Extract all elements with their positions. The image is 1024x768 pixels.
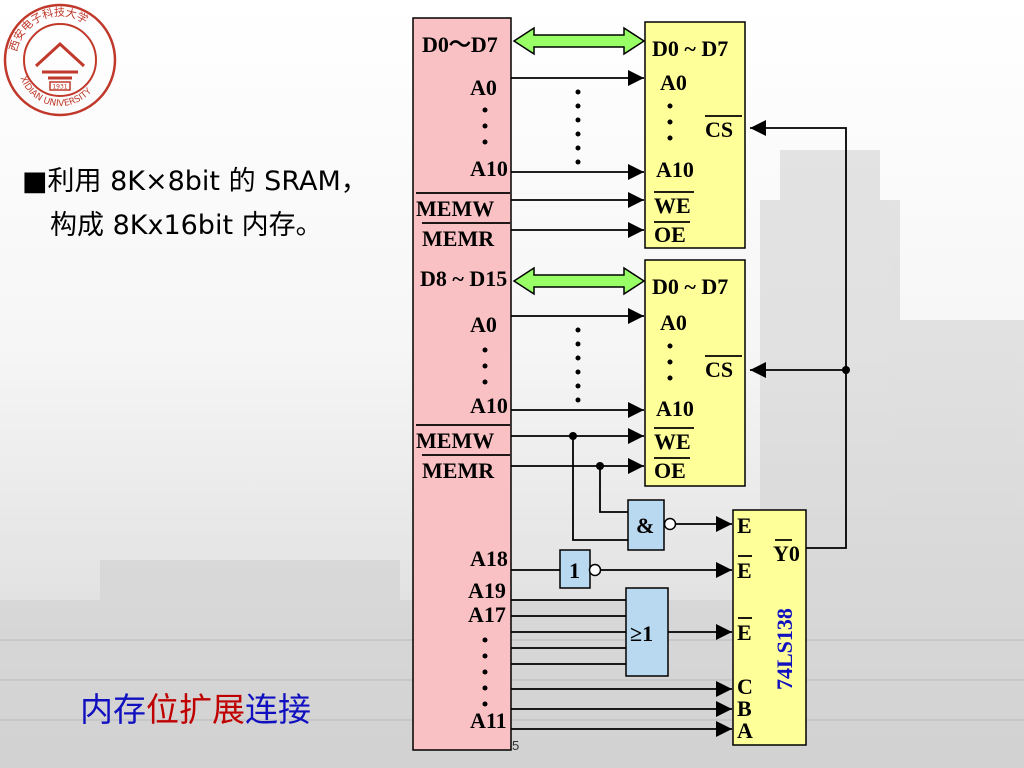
bus-label-memw: MEMW [416,196,494,221]
bus-label-d-low: D0～D7 [422,32,498,57]
bus-label-a11: A11 [470,708,507,733]
decoder-e3-label: E [737,620,752,645]
and-gate-bubble [663,517,677,531]
chip1-data-label: D0 ~ D7 [652,36,728,61]
chip1-a0-label: A0 [660,70,687,95]
chip1-oe-label: OE [654,222,686,247]
data-bus-arrow-low [512,26,646,56]
title-part-3: 连接 [245,690,311,729]
decoder-name-label: 74LS138 [772,608,797,690]
bus-label-a18: A18 [470,546,508,571]
title-part-2: 位扩展 [146,690,245,729]
bus-label-a0: A0 [470,75,497,100]
university-logo: 西安电子科技大学 XIDIAN UNIVERSITY 1931 [3,3,117,117]
bus-label-a17: A17 [468,602,506,627]
chip2-oe-label: OE [654,458,686,483]
system-bus [412,17,512,751]
decoder-74ls138 [732,509,807,746]
logo-year: 1931 [52,84,67,91]
sram-chip-2 [644,259,746,487]
decoder-y0-label: Y0 [773,541,800,566]
bullet-text: ■利用 8K×8bit 的 SRAM， 构成 8Kx16bit 内存。 [22,160,368,248]
chip1-a10-label: A10 [656,157,694,182]
chip1-we-label: WE [654,193,691,218]
and-gate [627,499,665,551]
bullet-line-2: 构成 8Kx16bit 内存。 [50,210,323,241]
chip2-data-label: D0 ~ D7 [652,274,728,299]
bus-label-d-high: D8 ~ D15 [420,266,507,291]
decoder-e2-label: E [737,558,752,583]
title-part-1: 内存 [80,690,146,729]
or-gate [625,587,669,677]
chip2-a10-label: A10 [656,396,694,421]
bullet-line-1: 利用 8K×8bit 的 SRAM， [47,166,368,197]
decoder-a-label: A [737,718,753,743]
chip2-cs-label: CS [705,357,733,382]
chip1-cs-label: CS [705,117,733,142]
and-gate-label: & [636,513,654,538]
bus-label-a10: A10 [470,156,508,181]
not-gate [559,549,591,589]
or-gate-label: ≥1 [630,621,653,646]
bus-label-a0-b: A0 [470,312,497,337]
data-bus-arrow-high [512,266,646,296]
bus-label-memw-b: MEMW [416,428,494,453]
decoder-e1-label: E [737,513,752,538]
decoder-c-label: C [737,674,753,699]
chip2-we-label: WE [654,429,691,454]
not-gate-bubble [588,563,602,577]
sram-chip-1 [644,21,746,249]
slide-title: 内存位扩展连接 [80,683,311,731]
bullet-marker: ■ [22,166,48,197]
bus-label-memr-b: MEMR [422,458,495,483]
bus-label-memr: MEMR [422,226,495,251]
bus-label-a19: A19 [468,578,506,603]
bus-label-a10-b: A10 [470,393,508,418]
page-number: 5 [512,738,520,753]
chip2-a0-label: A0 [660,310,687,335]
decoder-b-label: B [737,696,752,721]
not-gate-label: 1 [569,558,580,583]
